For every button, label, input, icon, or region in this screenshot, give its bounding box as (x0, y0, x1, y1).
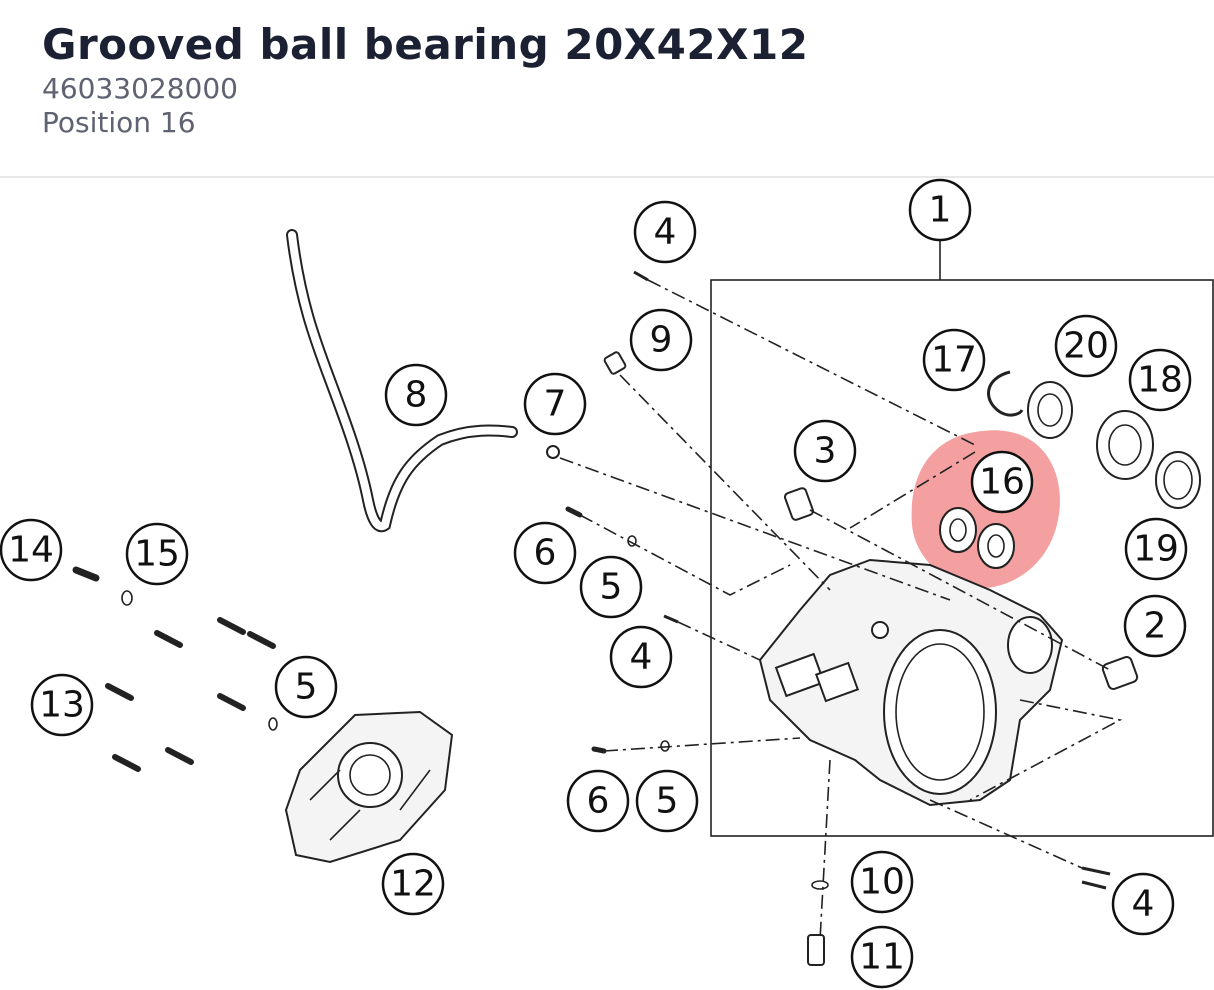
callout-14[interactable]: 14 (0, 518, 63, 582)
callout-5-left[interactable]: 5 (274, 655, 338, 719)
bearing-part-16 (939, 507, 1015, 569)
svg-text:4: 4 (1132, 884, 1155, 925)
bearing-part-18 (1096, 410, 1154, 480)
callout-16[interactable]: 16 (970, 450, 1034, 514)
svg-text:14: 14 (8, 530, 54, 571)
callout-19[interactable]: 19 (1124, 517, 1188, 581)
callout-17[interactable]: 17 (922, 328, 986, 392)
svg-text:15: 15 (134, 534, 180, 575)
assembly-frame (710, 279, 1214, 837)
bolts-part-13 (105, 617, 276, 772)
svg-text:19: 19 (1133, 529, 1179, 570)
leader-lines (559, 279, 1123, 941)
svg-text:4: 4 (630, 637, 653, 678)
svg-text:10: 10 (859, 862, 905, 903)
callout-8[interactable]: 8 (384, 363, 448, 427)
housing-main-body (758, 558, 1064, 807)
circlip-part-17 (987, 370, 1024, 417)
svg-text:3: 3 (814, 431, 837, 472)
svg-text:17: 17 (931, 340, 977, 381)
svg-text:11: 11 (859, 937, 905, 978)
bushing-part-2 (1101, 656, 1139, 690)
callout-12[interactable]: 12 (381, 852, 445, 916)
svg-text:5: 5 (656, 781, 679, 822)
bushing-part-3 (784, 487, 814, 521)
callout-3[interactable]: 3 (793, 419, 857, 483)
callout-2[interactable]: 2 (1123, 594, 1187, 658)
callout-9[interactable]: 9 (629, 308, 693, 372)
callout-5-lower[interactable]: 5 (635, 769, 699, 833)
callout-6-upper[interactable]: 6 (513, 521, 577, 585)
svg-text:20: 20 (1063, 326, 1109, 367)
drain-plug-part-11 (807, 934, 825, 966)
callout-11[interactable]: 11 (850, 925, 914, 989)
callout-4-middle[interactable]: 4 (609, 625, 673, 689)
part-position: Position 16 (42, 106, 196, 139)
svg-text:1: 1 (929, 190, 952, 231)
callout-4-bottom[interactable]: 4 (1111, 872, 1175, 936)
callout-18[interactable]: 18 (1128, 348, 1192, 412)
svg-text:13: 13 (39, 685, 85, 726)
svg-text:7: 7 (544, 384, 567, 425)
bearing-part-20 (1027, 381, 1073, 439)
cover-part-12 (284, 710, 454, 864)
svg-text:4: 4 (654, 212, 677, 253)
part-title: Grooved ball bearing 20X42X12 (42, 20, 809, 69)
svg-text:6: 6 (534, 533, 557, 574)
fitting-part-7 (546, 445, 560, 459)
svg-text:9: 9 (650, 320, 673, 361)
callout-5-upper[interactable]: 5 (579, 555, 643, 619)
callout-10[interactable]: 10 (850, 850, 914, 914)
callout-15[interactable]: 15 (125, 522, 189, 586)
callout-20[interactable]: 20 (1054, 314, 1118, 378)
svg-text:5: 5 (600, 567, 623, 608)
svg-text:6: 6 (587, 781, 610, 822)
pins-part-4 (633, 270, 1111, 890)
plug-part-9 (603, 351, 627, 375)
callout-6-lower[interactable]: 6 (566, 769, 630, 833)
part-header: Grooved ball bearing 20X42X12 4603302800… (0, 0, 1214, 178)
hose-part-8 (286, 229, 518, 533)
svg-text:2: 2 (1144, 606, 1167, 647)
bolt-part-14 (72, 566, 100, 582)
callout-4-top[interactable]: 4 (633, 200, 697, 264)
washers-part-5 (121, 535, 670, 752)
seal-part-19 (1155, 451, 1201, 509)
screws-part-6 (565, 506, 607, 754)
washer-part-10 (811, 880, 829, 890)
svg-text:16: 16 (979, 462, 1025, 503)
svg-text:8: 8 (405, 375, 428, 416)
part-number: 46033028000 (42, 72, 238, 105)
svg-text:5: 5 (295, 667, 318, 708)
svg-text:18: 18 (1137, 360, 1183, 401)
svg-text:12: 12 (390, 864, 436, 905)
callout-7[interactable]: 7 (523, 372, 587, 436)
callout-1[interactable]: 1 (908, 178, 972, 242)
callout-13[interactable]: 13 (30, 673, 94, 737)
